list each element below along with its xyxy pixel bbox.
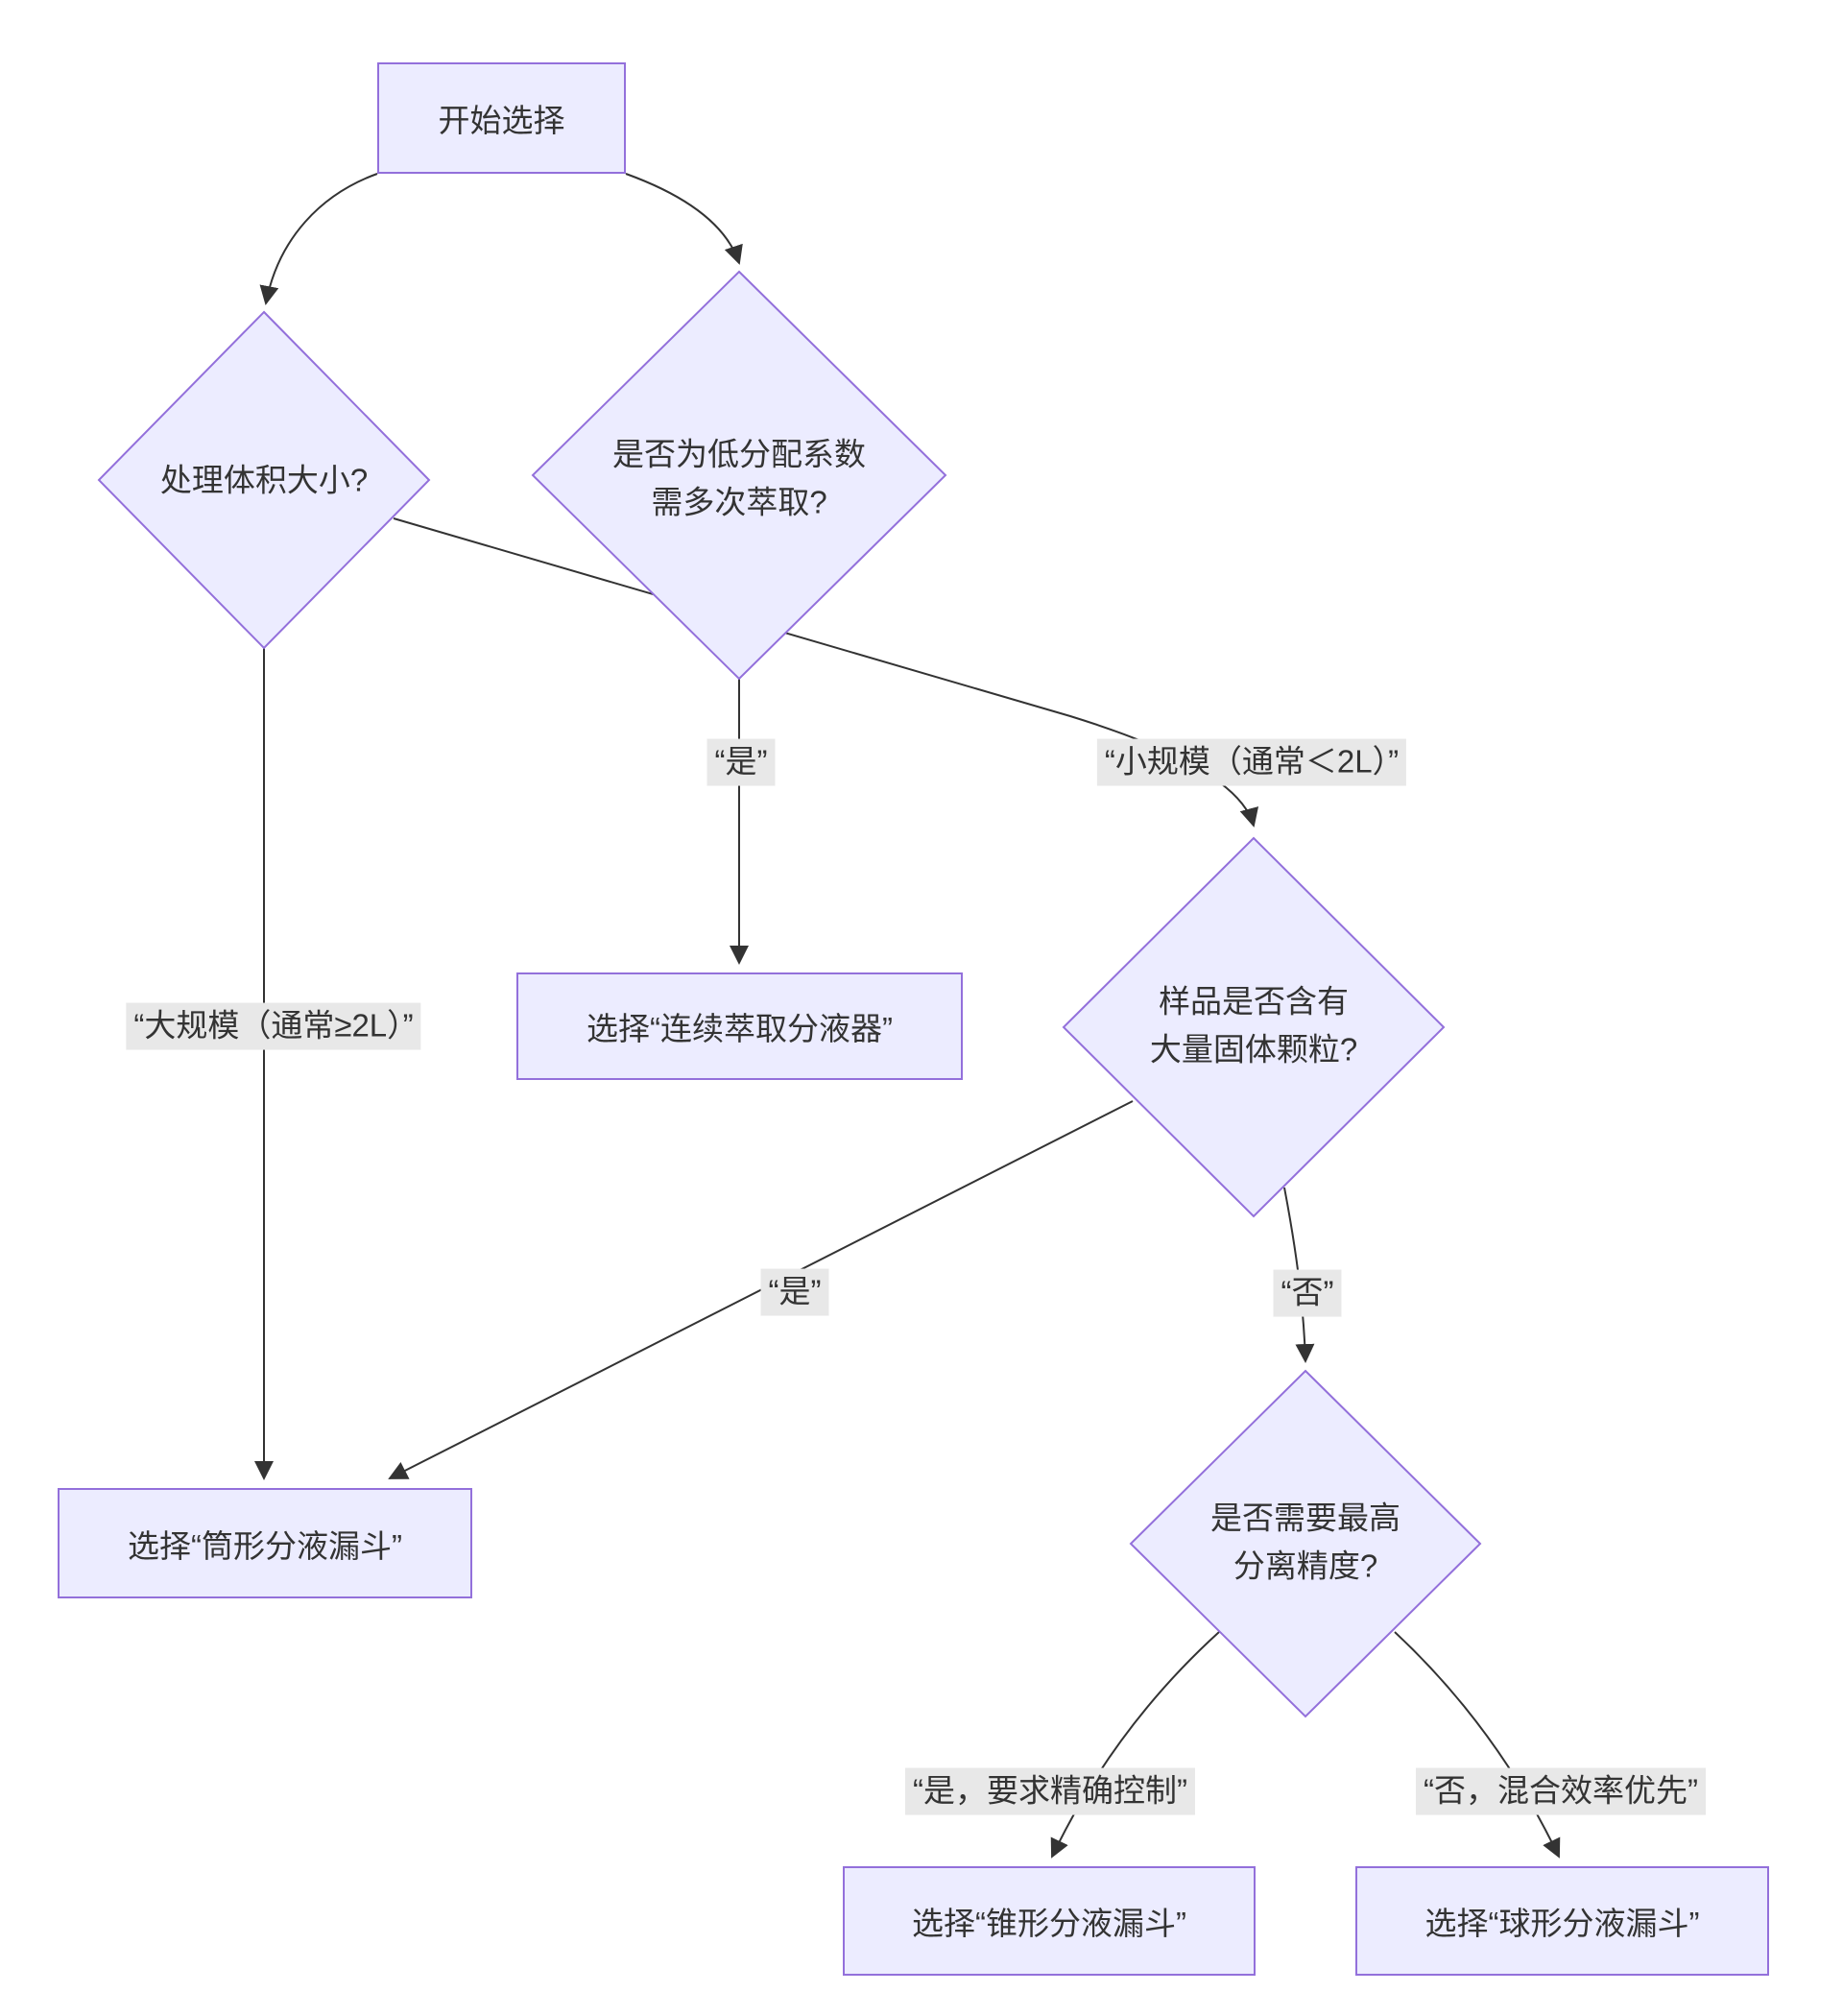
edge-label-solids-yes: “是” (760, 1268, 829, 1316)
edge-label-precision-yes: “是，要求精确控制” (905, 1767, 1195, 1815)
edge-label-multi-yes: “是” (706, 738, 776, 786)
edge-precision-to-spherical (1394, 1631, 1561, 1859)
node-spherical-funnel: 选择“球形分液漏斗” (1355, 1866, 1769, 1976)
node-precision-decision-label: 是否需要最高 分离精度? (1210, 1500, 1400, 1584)
node-conical-funnel: 选择“锥形分液漏斗” (843, 1866, 1256, 1976)
edge-label-large-scale: “大规模（通常≥2L）” (126, 1002, 421, 1050)
node-continuous-extractor: 选择“连续萃取分液器” (516, 972, 963, 1080)
node-multi-extract-decision-shape (531, 270, 947, 681)
node-solids-decision-shape (1062, 836, 1446, 1218)
edge-start-to-volume (259, 173, 378, 305)
node-cylindrical-funnel: 选择“筒形分液漏斗” (58, 1488, 472, 1598)
edge-precision-to-conical (1050, 1631, 1220, 1859)
node-volume-decision-label: 处理体积大小? (159, 462, 369, 498)
edge-start-to-multi (625, 173, 743, 265)
node-start: 开始选择 (377, 62, 626, 174)
node-multi-extract-decision-label: 是否为低分配系数 需多次萃取? (612, 436, 866, 520)
edge-label-small-scale: “小规模（通常＜2L）” (1096, 738, 1407, 786)
edge-label-solids-no: “否” (1273, 1269, 1342, 1317)
node-volume-decision-shape (97, 310, 431, 650)
node-precision-decision-shape (1129, 1369, 1482, 1718)
node-solids-decision-label: 样品是否含有 大量固体颗粒? (1149, 983, 1358, 1068)
edge-label-precision-no: “否，混合效率优先” (1416, 1767, 1706, 1815)
